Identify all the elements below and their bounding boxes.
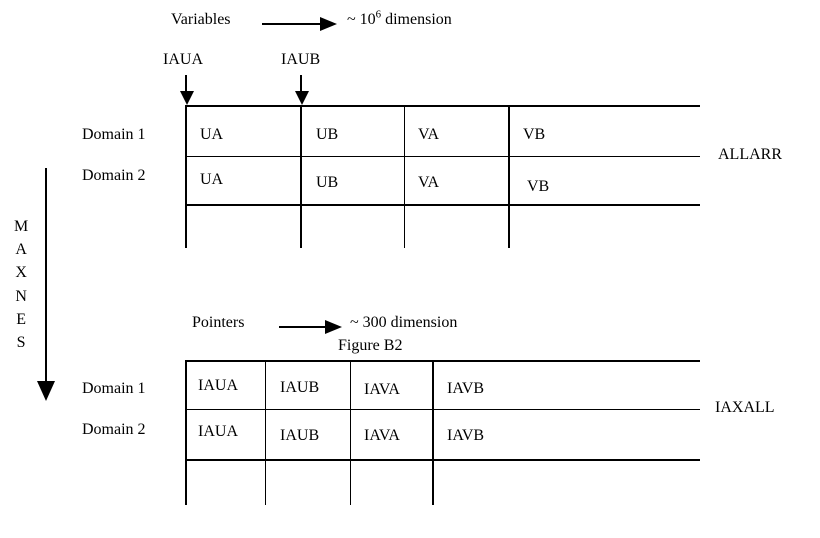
allarr-cell-r1-c3: VB	[527, 178, 550, 195]
allarr-col-divider-2	[404, 105, 405, 248]
iaxall-bottom-rule	[185, 459, 700, 461]
allarr-row-label-1: Domain 2	[82, 167, 146, 184]
dimension-exponent: 6	[375, 8, 382, 21]
pointers-flow-arrow-shaft	[279, 326, 329, 328]
allarr-middle-rule	[185, 156, 700, 157]
down-arrow-icon	[37, 381, 55, 401]
allarr-col-divider-3	[508, 105, 510, 248]
iaxall-middle-rule	[185, 409, 700, 410]
iaxall-cell-r1-c0: IAUA	[198, 423, 238, 440]
iaxall-col-divider-0	[185, 360, 187, 505]
allarr-cell-r1-c2: VA	[418, 174, 440, 191]
pointer-arrow-iaub-shaft	[300, 75, 302, 93]
iaxall-col-divider-2	[350, 360, 351, 505]
allarr-top-rule	[185, 105, 700, 107]
iaxall-array-name: IAXALL	[715, 399, 775, 416]
iaxall-cell-r1-c3: IAVB	[447, 427, 485, 444]
dimension-prefix: ~ 10	[347, 11, 376, 28]
maxnes-letter-0: M	[14, 218, 29, 235]
variables-dimension-label: ~ 106 dimension	[347, 8, 452, 28]
figure-caption: Figure B2	[338, 337, 403, 354]
allarr-row-label-0: Domain 1	[82, 126, 146, 143]
allarr-cell-r1-c0: UA	[200, 171, 224, 188]
allarr-cell-r0-c0: UA	[200, 126, 224, 143]
pointer-label-iaua: IAUA	[163, 51, 203, 68]
variables-flow-label: Variables	[171, 11, 231, 28]
maxnes-letter-1: A	[15, 241, 27, 259]
iaxall-cell-r0-c1: IAUB	[280, 379, 320, 396]
pointers-dimension-label: ~ 300 dimension	[350, 314, 458, 331]
allarr-cell-r0-c3: VB	[523, 126, 546, 143]
pointers-flow-label: Pointers	[192, 314, 245, 331]
maxnes-letter-4: E	[16, 310, 26, 328]
allarr-col-divider-0	[185, 105, 187, 248]
iaxall-cell-r0-c3: IAVB	[447, 380, 485, 397]
pointer-arrow-iaua-shaft	[185, 75, 187, 93]
maxnes-letter-5: S	[16, 333, 26, 351]
iaxall-row-label-0: Domain 1	[82, 380, 146, 397]
iaxall-col-divider-3	[432, 360, 434, 505]
iaxall-cell-r0-c2: IAVA	[364, 381, 400, 398]
iaxall-top-rule	[185, 360, 700, 362]
right-arrow-icon	[320, 17, 337, 31]
allarr-col-divider-1	[300, 105, 302, 248]
pointer-label-iaub: IAUB	[281, 51, 321, 68]
allarr-cell-r0-c2: VA	[418, 126, 440, 143]
iaxall-row-label-1: Domain 2	[82, 421, 146, 438]
maxnes-arrow-shaft	[45, 168, 47, 383]
allarr-array-name: ALLARR	[718, 146, 782, 163]
iaxall-cell-r0-c0: IAUA	[198, 377, 238, 394]
variables-flow-arrow-shaft	[262, 23, 324, 25]
iaxall-cell-r1-c2: IAVA	[364, 427, 400, 444]
maxnes-letter-3: N	[15, 287, 27, 305]
allarr-bottom-rule	[185, 204, 700, 206]
iaxall-cell-r1-c1: IAUB	[280, 427, 320, 444]
down-arrow-icon	[180, 91, 194, 105]
iaxall-col-divider-1	[265, 360, 266, 505]
maxnes-axis-label: M A X N E S	[14, 215, 28, 354]
down-arrow-icon	[295, 91, 309, 105]
dimension-suffix: dimension	[381, 11, 452, 28]
allarr-cell-r0-c1: UB	[316, 126, 339, 143]
maxnes-letter-2: X	[15, 264, 27, 282]
allarr-cell-r1-c1: UB	[316, 174, 339, 191]
right-arrow-icon	[325, 320, 342, 334]
